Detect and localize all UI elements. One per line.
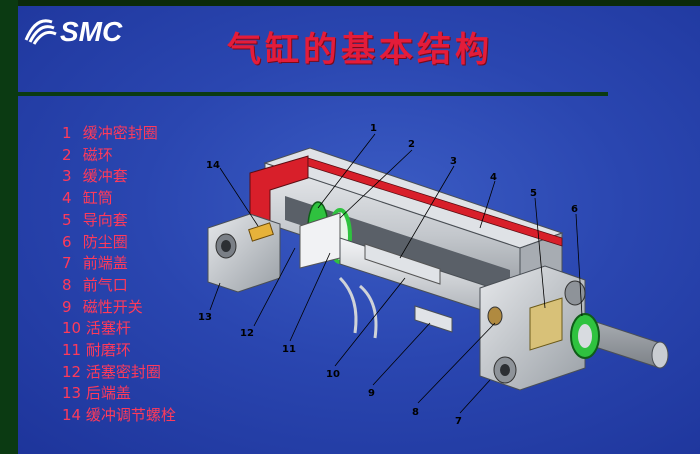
smc-logo: SMC <box>24 16 123 47</box>
dust-seal-ring <box>570 313 600 359</box>
legend-label: 前气口 <box>82 275 128 294</box>
left-sidebar-bar <box>0 0 18 454</box>
legend-item: 14 缓冲调节螺栓 <box>62 405 176 427</box>
callout-9: 9 <box>368 388 375 399</box>
smc-logo-mark <box>24 19 57 45</box>
legend-label: 缸筒 <box>82 189 113 208</box>
callout-7: 7 <box>455 416 462 427</box>
callout-2: 2 <box>408 139 415 150</box>
legend-item: 9 磁性开关 <box>62 297 176 319</box>
legend-item: 2 磁环 <box>62 145 176 167</box>
legend-number: 5 <box>62 210 72 229</box>
legend-number: 8 <box>62 275 72 294</box>
callout-12: 12 <box>240 328 254 339</box>
legend-item: 3 缓冲套 <box>62 166 176 188</box>
legend-item: 11 耐磨环 <box>62 340 176 362</box>
smc-logo-text: SMC <box>60 16 123 47</box>
legend-label: 活塞密封圈 <box>85 362 161 381</box>
cushion-sleeve <box>364 243 441 285</box>
callout-3: 3 <box>450 156 457 167</box>
legend-item: 13 后端盖 <box>62 383 176 405</box>
callout-10: 10 <box>326 369 340 380</box>
legend-label: 耐磨环 <box>85 341 131 360</box>
legend-label: 导向套 <box>82 210 128 229</box>
front-air-port <box>487 306 503 326</box>
legend-item: 8 前气口 <box>62 275 176 297</box>
legend-number: 7 <box>62 254 72 273</box>
legend-label: 活塞杆 <box>85 319 131 338</box>
legend-label: 缓冲套 <box>82 167 128 186</box>
legend-item: 10 活塞杆 <box>62 318 176 340</box>
legend-number: 11 <box>62 341 82 360</box>
legend-number: 3 <box>62 167 72 186</box>
legend-number: 1 <box>62 124 72 142</box>
legend-number: 13 <box>62 384 82 403</box>
legend-number: 14 <box>62 406 82 425</box>
top-bar <box>0 0 700 6</box>
callout-4: 4 <box>490 172 497 183</box>
legend-number: 9 <box>62 297 72 316</box>
piston-assembly <box>299 201 352 269</box>
legend-item: 12 活塞密封圈 <box>62 362 176 384</box>
legend-item: 5 导向套 <box>62 210 176 232</box>
callout-1: 1 <box>370 123 377 134</box>
callout-11: 11 <box>282 344 296 355</box>
legend-label: 防尘圈 <box>82 232 128 251</box>
legend-number: 2 <box>62 145 72 164</box>
legend-label: 后端盖 <box>85 384 131 403</box>
legend-item: 4 缸筒 <box>62 188 176 210</box>
legend-label: 磁性开关 <box>82 297 143 316</box>
legend-number: 12 <box>62 362 82 381</box>
legend-item: 6 防尘圈 <box>62 232 176 254</box>
section-cut-top-tube <box>307 157 563 247</box>
callout-8: 8 <box>412 407 419 418</box>
legend-label: 缓冲调节螺栓 <box>85 406 176 425</box>
callout-6: 6 <box>571 204 578 215</box>
leader-lines <box>209 133 583 414</box>
legend-label: 前端盖 <box>82 254 128 273</box>
legend-number: 4 <box>62 189 72 208</box>
cylinder-cutaway-diagram: 1 2 3 4 5 6 7 8 9 10 11 12 13 14 <box>198 123 669 427</box>
legend-label: 缓冲密封圈 <box>82 124 158 142</box>
legend-item: 7 前端盖 <box>62 253 176 275</box>
callout-14: 14 <box>206 160 220 171</box>
page-title: 气缸的基本结构 <box>227 30 493 70</box>
legend-item: 1 缓冲密封圈 <box>62 123 176 145</box>
magnetic-switch <box>338 276 453 339</box>
guide-bush <box>529 297 563 351</box>
legend-label: 磁环 <box>82 145 113 164</box>
legend-number: 10 <box>62 319 82 338</box>
callout-13: 13 <box>198 312 212 323</box>
legend-number: 6 <box>62 232 72 251</box>
title-divider <box>18 92 608 96</box>
parts-legend: 1 缓冲密封圈 2 磁环 3 缓冲套 4 缸筒 5 导向套 6 防尘圈 7 前端… <box>62 123 176 427</box>
cushion-adjust-screw <box>248 222 274 242</box>
callout-5: 5 <box>530 188 537 199</box>
